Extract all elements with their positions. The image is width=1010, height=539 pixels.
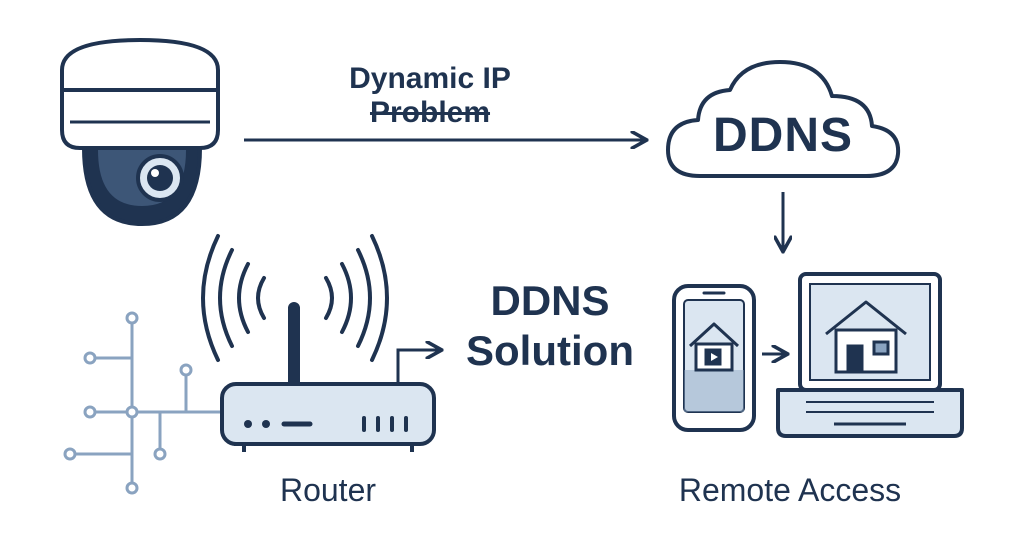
laptop-icon	[776, 272, 964, 438]
router-label: Router	[279, 472, 377, 508]
solution-title-line1: DDNS	[490, 277, 610, 324]
router-to-solution-arrow	[396, 350, 440, 384]
dome-camera-icon	[60, 38, 220, 226]
smartphone-icon	[672, 284, 756, 432]
router-icon	[220, 302, 436, 452]
dynamic-ip-subtitle: Problem	[369, 96, 491, 129]
solution-title-line2: Solution	[466, 327, 634, 374]
laptop-house-icon	[825, 300, 907, 374]
wifi-waves-icon	[201, 234, 389, 362]
cloud-icon	[666, 60, 901, 178]
network-tree-icon	[63, 311, 222, 495]
remote-access-label: Remote Access	[678, 472, 902, 508]
cloud-ddns-label: DDNS	[712, 109, 853, 162]
phone-house-icon	[688, 322, 740, 372]
dynamic-ip-title: Dynamic IP	[349, 62, 511, 95]
